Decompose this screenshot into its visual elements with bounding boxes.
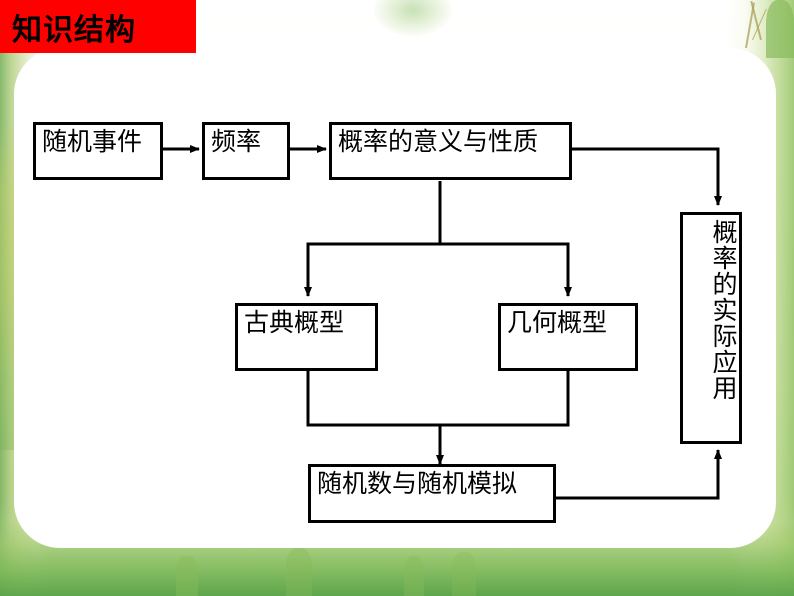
node-label: 概率的意义与性质 <box>338 127 539 156</box>
node-random-simulation[interactable]: 随机数与随机模拟 <box>308 464 556 523</box>
title-banner: 知识结构 <box>0 0 196 53</box>
grass-tuft-icon <box>766 0 794 58</box>
node-label: 频率 <box>211 127 262 156</box>
page-title: 知识结构 <box>12 12 136 48</box>
node-label: 几何概型 <box>507 308 608 337</box>
grass-tuft-icon <box>404 556 424 596</box>
edge-classical-model-to-random-simulation <box>306 371 444 465</box>
edge-geometric-model-to-random-simulation <box>440 371 570 427</box>
node-practical-application[interactable]: 概率的实际应用 <box>680 212 742 444</box>
edge-probability-meaning-to-classical-model <box>304 181 442 297</box>
node-label: 随机数与随机模拟 <box>317 469 518 498</box>
node-geometric-model[interactable]: 几何概型 <box>498 303 638 371</box>
node-frequency[interactable]: 频率 <box>202 122 290 180</box>
node-label: 随机事件 <box>42 127 143 156</box>
grass-tuft-icon <box>452 552 476 596</box>
grass-tuft-icon <box>176 556 198 596</box>
grass-tuft-icon <box>286 548 312 596</box>
node-label: 概率的实际应用 <box>709 219 738 401</box>
edge-random-simulation-to-practical-application <box>556 449 722 500</box>
node-label: 古典概型 <box>244 308 345 337</box>
node-random-events[interactable]: 随机事件 <box>33 122 163 180</box>
edge-probability-meaning-to-practical-application <box>572 147 722 206</box>
node-classical-model[interactable]: 古典概型 <box>235 303 378 371</box>
node-probability-meaning[interactable]: 概率的意义与性质 <box>329 122 572 180</box>
edge-probability-meaning-to-geometric-model <box>440 242 572 297</box>
